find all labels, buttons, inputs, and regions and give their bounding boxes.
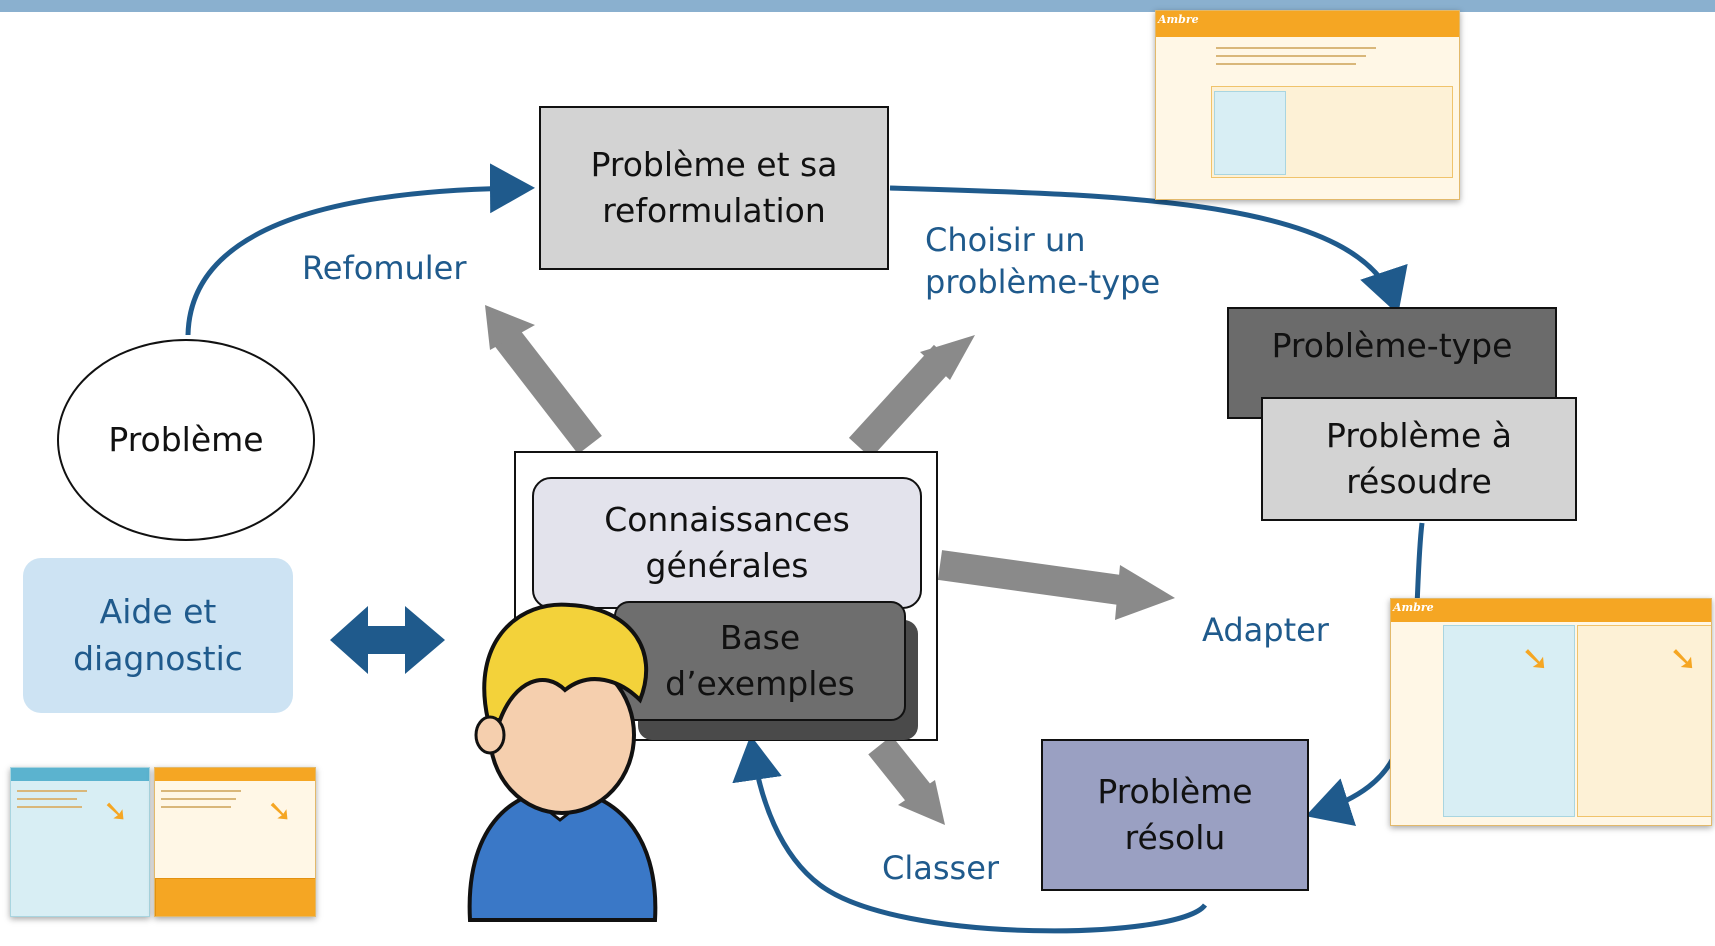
edge-classer [732, 735, 1208, 934]
gray-arrowhead-to-adapter [1115, 565, 1175, 620]
thumbnail-text-line [17, 806, 82, 808]
gray-arrowhead-to-type [920, 335, 975, 380]
thumbnail-text-line [1216, 47, 1376, 49]
node-connaissances: Connaissances générales [533, 478, 921, 608]
gray-arrow-to-reformulation [493, 325, 602, 455]
gray-arrowhead-to-reformulation [485, 305, 535, 350]
thumbnail-arrow-icon: ➘ [1521, 639, 1550, 679]
gray-arrow-to-adapter [937, 550, 1123, 605]
thumbnail-solve-problem: Ambre ➘ ➘ [1390, 598, 1712, 826]
gray-arrow-to-type [848, 344, 957, 459]
gray-arrowhead-to-classer [898, 780, 945, 825]
node-probleme: Problème [58, 340, 314, 540]
node-resoudre-line2: résoudre [1346, 462, 1492, 501]
node-resolu-line1: Problème [1097, 771, 1253, 811]
node-aide-line1: Aide et [99, 592, 217, 632]
edge-label-classer: Classer [882, 849, 1000, 887]
node-reformulation-line1: Problème et sa [590, 144, 838, 184]
node-exemples: Base d’exemples [615, 602, 905, 720]
thumbnail-text-line [17, 790, 87, 792]
thumbnail-model-left: ➘ [10, 767, 150, 917]
thumbnail-logo: Ambre [1393, 601, 1434, 614]
edge-label-reformuler: Refomuler [302, 249, 467, 287]
node-resoudre-box [1261, 397, 1577, 521]
gray-arrow-to-classer [868, 735, 932, 805]
node-exemples-line2: d’exemples [665, 664, 855, 703]
thumbnail-bar [155, 768, 315, 782]
thumbnail-panel [155, 878, 315, 916]
node-type-label: Problème-type [1271, 325, 1513, 365]
student-avatar-icon [467, 602, 658, 922]
node-aide: Aide et diagnostic [23, 558, 293, 713]
thumbnail-panel [1214, 91, 1286, 175]
thumbnail-bar [11, 768, 149, 782]
gray-arrows [485, 305, 1175, 825]
node-resoudre-line1: Problème à [1326, 415, 1512, 455]
thumbnail-panel [1443, 625, 1575, 817]
thumbnail-logo: Ambre [1158, 13, 1199, 26]
node-connaissances-line1: Connaissances [604, 499, 850, 539]
node-connaissances-line2: générales [645, 546, 809, 585]
thumbnail-panel [1577, 625, 1711, 817]
thumbnail-bar [1391, 599, 1711, 622]
node-resolu-line2: résolu [1124, 818, 1226, 857]
top-bar [0, 0, 1715, 12]
thumbnail-bar [1156, 11, 1459, 38]
node-aide-line2: diagnostic [73, 638, 243, 678]
node-type: Problème-type [1228, 315, 1556, 377]
edge-label-adapter: Adapter [1202, 611, 1329, 649]
node-aide-box [23, 558, 293, 713]
thumbnail-choose-model: Ambre [1155, 10, 1460, 200]
thumbnail-text-line [161, 806, 231, 808]
edge-reformuler [185, 163, 535, 336]
double-arrow-icon [330, 606, 445, 674]
thumbnail-text-line [17, 798, 77, 800]
node-probleme-ellipse [57, 339, 315, 541]
edge-choisir [889, 185, 1408, 315]
node-resolu: Problème résolu [1042, 740, 1308, 890]
node-reformulation-box [539, 106, 889, 270]
edge-label-choisir-line1: Choisir un [925, 221, 1086, 259]
thumbnail-text-line [1216, 63, 1356, 65]
thumbnail-text-line [161, 798, 236, 800]
node-reformulation-line2: reformulation [602, 191, 826, 230]
node-reformulation: Problème et sa reformulation [540, 107, 888, 269]
node-resolu-box [1041, 739, 1309, 891]
edge-label-choisir-line2: problème-type [925, 262, 1161, 301]
thumbnail-arrow-icon: ➘ [103, 794, 129, 829]
node-resoudre: Problème à résoudre [1262, 398, 1576, 520]
node-exemples-line1: Base [719, 617, 801, 657]
thumbnail-text-line [1216, 55, 1366, 57]
thumbnail-problem-right: ➘ [154, 767, 316, 917]
node-probleme-label: Problème [108, 419, 264, 459]
thumbnail-arrow-icon: ➘ [267, 794, 293, 829]
edge-label-choisir: Choisir un problème-type [925, 220, 1160, 303]
thumbnail-arrow-icon: ➘ [1669, 639, 1698, 679]
thumbnail-text-line [161, 790, 241, 792]
